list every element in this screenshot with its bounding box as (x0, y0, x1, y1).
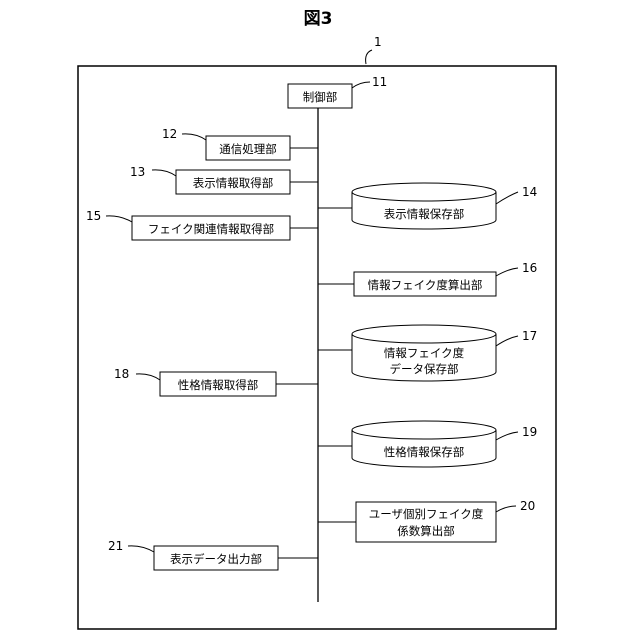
info-fake-degree-calculation-ref: 16 (522, 261, 537, 275)
control-unit: 制御部 11 (288, 75, 387, 108)
info-fake-degree-data-storage-leader (496, 336, 518, 346)
character-info-storage-leader (496, 432, 518, 440)
user-fake-coefficient-leader (496, 506, 516, 512)
character-info-acquisition-unit: 性格情報取得部 18 (114, 367, 318, 396)
fake-related-info-acquisition-ref: 15 (86, 209, 101, 223)
info-fake-degree-data-storage-line2: データ保存部 (390, 362, 459, 376)
control-unit-label: 制御部 (303, 90, 338, 104)
user-fake-coefficient-line1: ユーザ個別フェイク度 (369, 507, 484, 521)
display-info-storage-label: 表示情報保存部 (384, 207, 465, 221)
control-unit-ref: 11 (372, 75, 387, 89)
user-fake-coefficient-calculation-unit: ユーザ個別フェイク度 係数算出部 20 (318, 499, 535, 542)
system-ref-label: 1 (374, 35, 382, 49)
system-leader-line (366, 50, 372, 64)
info-fake-degree-data-storage-line1: 情報フェイク度 (384, 346, 465, 360)
info-fake-degree-calculation-leader (496, 268, 518, 276)
control-unit-leader (352, 82, 370, 88)
fake-related-info-acquisition-label: フェイク関連情報取得部 (148, 222, 274, 236)
user-fake-coefficient-ref: 20 (520, 499, 535, 513)
display-info-storage-ref: 14 (522, 185, 537, 199)
fake-related-info-acquisition-leader (106, 216, 132, 222)
info-fake-degree-calculation-label: 情報フェイク度算出部 (368, 278, 483, 292)
display-data-output-label: 表示データ出力部 (170, 552, 262, 566)
comm-unit-leader (182, 134, 206, 140)
display-data-output-ref: 21 (108, 539, 123, 553)
display-info-storage: 表示情報保存部 14 (318, 183, 537, 229)
display-data-output-leader (128, 546, 154, 552)
display-info-acquisition-unit: 表示情報取得部 13 (130, 165, 318, 194)
fake-related-info-acquisition-unit: フェイク関連情報取得部 15 (86, 209, 318, 240)
figure-title: 図3 (304, 9, 333, 29)
character-info-acquisition-label: 性格情報取得部 (178, 378, 259, 392)
display-data-output-unit: 表示データ出力部 21 (108, 539, 318, 570)
display-info-acquisition-leader (152, 170, 176, 176)
user-fake-coefficient-line2: 係数算出部 (397, 524, 455, 538)
character-info-acquisition-ref: 18 (114, 367, 129, 381)
character-info-storage: 性格情報保存部 19 (318, 421, 537, 467)
display-info-acquisition-label: 表示情報取得部 (193, 176, 274, 190)
info-fake-degree-data-storage-ref: 17 (522, 329, 537, 343)
display-info-storage-leader (496, 192, 518, 204)
comm-unit-label: 通信処理部 (219, 142, 277, 156)
comm-unit: 通信処理部 12 (162, 127, 318, 160)
display-info-acquisition-ref: 13 (130, 165, 145, 179)
character-info-storage-ref: 19 (522, 425, 537, 439)
character-info-acquisition-leader (136, 374, 160, 380)
info-fake-degree-calculation-unit: 情報フェイク度算出部 16 (318, 261, 537, 296)
comm-unit-ref: 12 (162, 127, 177, 141)
character-info-storage-label: 性格情報保存部 (384, 445, 465, 459)
info-fake-degree-data-storage: 情報フェイク度 データ保存部 17 (318, 325, 537, 381)
